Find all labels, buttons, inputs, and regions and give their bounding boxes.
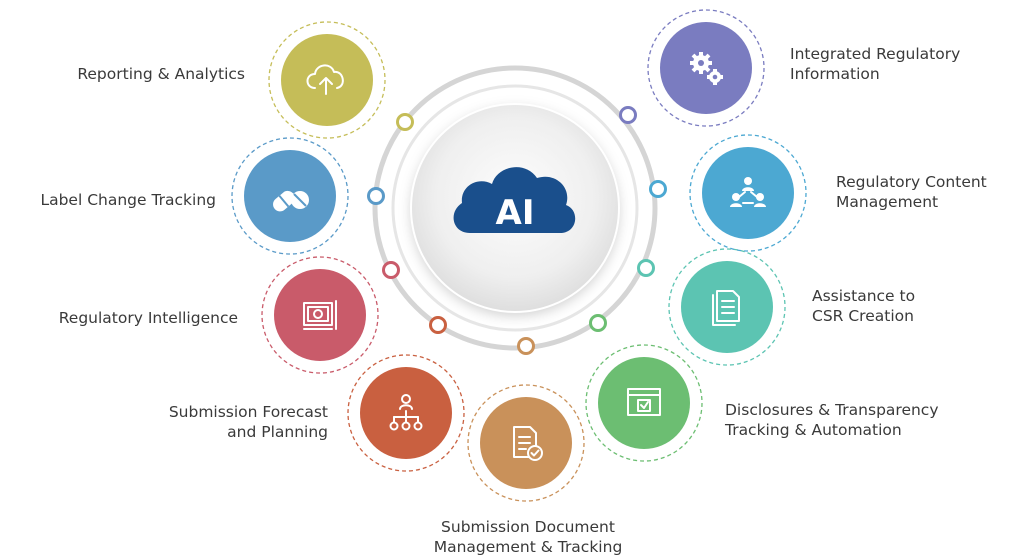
label-line: Information bbox=[790, 65, 880, 83]
documents-icon bbox=[712, 290, 740, 326]
team-icon bbox=[730, 177, 766, 207]
node-csr-creation bbox=[668, 248, 786, 366]
connector-dot bbox=[637, 259, 655, 277]
node-circle bbox=[598, 357, 690, 449]
pills-icon bbox=[273, 190, 309, 212]
dashed-ring bbox=[668, 248, 786, 366]
label-line: Submission Document bbox=[441, 518, 615, 536]
node-regulatory-content bbox=[689, 134, 807, 252]
dashed-ring bbox=[268, 21, 386, 139]
node-submission-forecast bbox=[347, 354, 465, 472]
label-line: Regulatory Intelligence bbox=[58, 309, 238, 327]
node-circle bbox=[274, 269, 366, 361]
inner-ring bbox=[391, 84, 639, 332]
label-line: Regulatory Content bbox=[836, 173, 987, 191]
label-line: Integrated Regulatory bbox=[790, 45, 961, 63]
label-line: Management bbox=[836, 193, 939, 211]
node-label-change-tracking bbox=[231, 137, 349, 255]
node-submission-document bbox=[467, 384, 585, 502]
hierarchy-icon bbox=[389, 394, 423, 431]
label-line: Assistance to bbox=[812, 287, 916, 305]
node-reporting-analytics bbox=[268, 21, 386, 139]
label-line: Submission Forecast bbox=[168, 403, 328, 421]
blueprint-icon bbox=[303, 300, 337, 330]
dashed-ring bbox=[647, 9, 765, 127]
label-submission-forecast: Submission Forecast and Planning bbox=[169, 402, 328, 442]
node-circle bbox=[244, 150, 336, 242]
label-line: CSR Creation bbox=[812, 307, 914, 325]
connector-dot bbox=[367, 187, 385, 205]
connector-dot bbox=[619, 106, 637, 124]
dashed-ring bbox=[689, 134, 807, 252]
ai-cloud-icon: AI bbox=[453, 167, 576, 233]
connector-dot bbox=[589, 314, 607, 332]
dashed-ring bbox=[585, 344, 703, 462]
connector-dot bbox=[396, 113, 414, 131]
dashed-ring bbox=[347, 354, 465, 472]
label-line: Management & Tracking bbox=[433, 538, 623, 556]
gears-icon bbox=[690, 52, 723, 85]
dashed-ring bbox=[467, 384, 585, 502]
label-line: Tracking & Automation bbox=[725, 421, 902, 439]
ai-label: AI bbox=[496, 193, 535, 233]
label-regulatory-intelligence: Regulatory Intelligence bbox=[59, 308, 238, 328]
outer-ring bbox=[372, 65, 658, 351]
connector-dot bbox=[649, 180, 667, 198]
node-regulatory-intelligence bbox=[261, 256, 379, 374]
label-csr-creation: Assistance to CSR Creation bbox=[812, 286, 915, 326]
connector-dot bbox=[382, 261, 400, 279]
node-circle bbox=[702, 147, 794, 239]
connector-dot bbox=[429, 316, 447, 334]
label-line: Reporting & Analytics bbox=[77, 65, 245, 83]
document-check-icon bbox=[513, 426, 543, 461]
label-line: and Planning bbox=[227, 423, 328, 441]
label-line: Label Change Tracking bbox=[40, 191, 216, 209]
label-reporting-analytics: Reporting & Analytics bbox=[77, 64, 245, 84]
connector-dot bbox=[517, 337, 535, 355]
node-integrated-regulatory bbox=[647, 9, 765, 127]
label-label-change-tracking: Label Change Tracking bbox=[40, 190, 216, 210]
checkbox-window-icon bbox=[627, 388, 661, 416]
dashed-ring bbox=[261, 256, 379, 374]
dashed-ring bbox=[231, 137, 349, 255]
label-line: Disclosures & Transparency bbox=[725, 401, 939, 419]
cloud-upload-icon bbox=[306, 64, 344, 95]
node-disclosures-transparency bbox=[585, 344, 703, 462]
ai-hub: AI bbox=[410, 103, 620, 313]
